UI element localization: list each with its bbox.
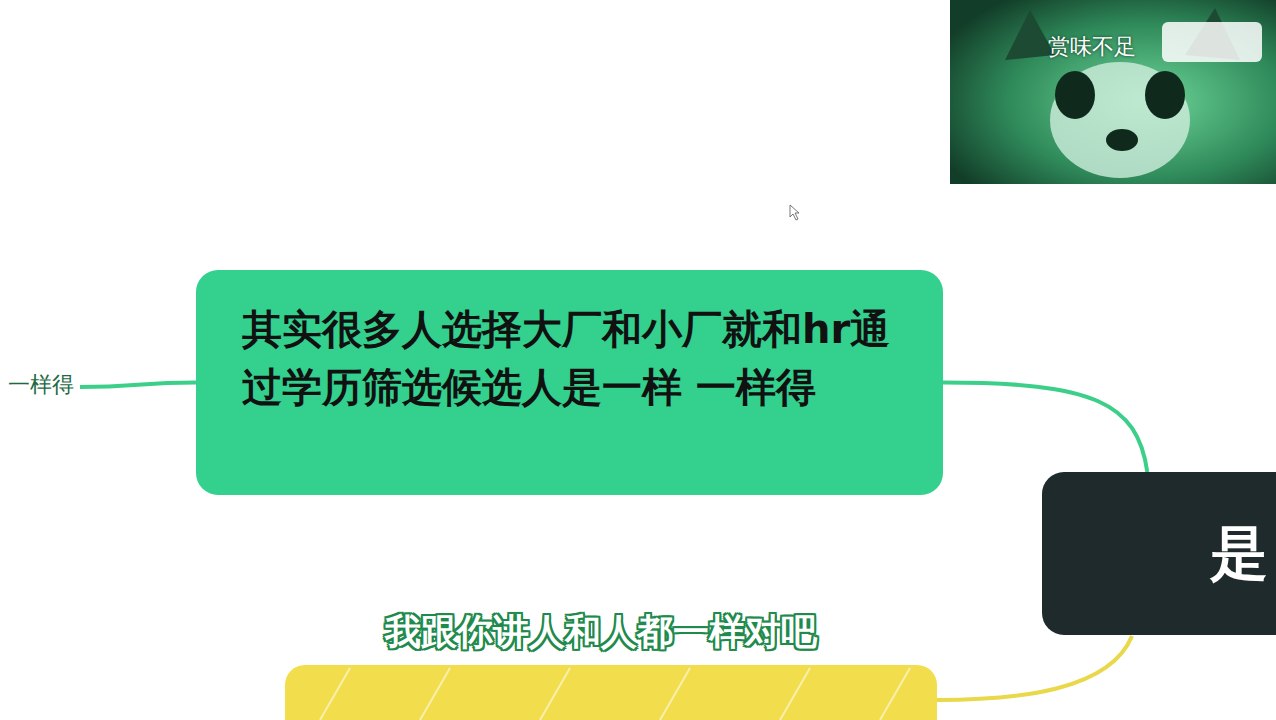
connector-line — [80, 383, 196, 388]
panda-nose — [1106, 129, 1138, 151]
panda-eye — [1055, 71, 1095, 119]
logo-mark — [1162, 22, 1262, 62]
node-text: 一样得 — [8, 370, 74, 400]
subtitle: 我跟你讲人和人都一样对吧 — [385, 608, 817, 657]
connector-line — [943, 383, 1147, 473]
mindmap-leaf: 一样得 — [2, 366, 80, 404]
connector-line — [937, 636, 1132, 700]
mouse-cursor — [790, 205, 799, 220]
hatch-lines — [320, 668, 910, 720]
node-text: 是 — [1210, 515, 1268, 593]
webcam-frame — [950, 0, 1276, 184]
watermark: 赏味不足 — [1048, 32, 1136, 62]
panda-ear — [1005, 10, 1055, 60]
process-box: 其实很多人选择大厂和小厂就和hr通过学历筛选候选人是一样 一样得 — [196, 270, 943, 495]
panda-eye — [1145, 71, 1185, 119]
dark-box: 是 — [1042, 472, 1276, 635]
panda-face — [1050, 62, 1190, 178]
node-text: 其实很多人选择大厂和小厂就和hr通过学历筛选候选人是一样 一样得 — [242, 300, 907, 416]
yellow-box — [285, 665, 937, 720]
